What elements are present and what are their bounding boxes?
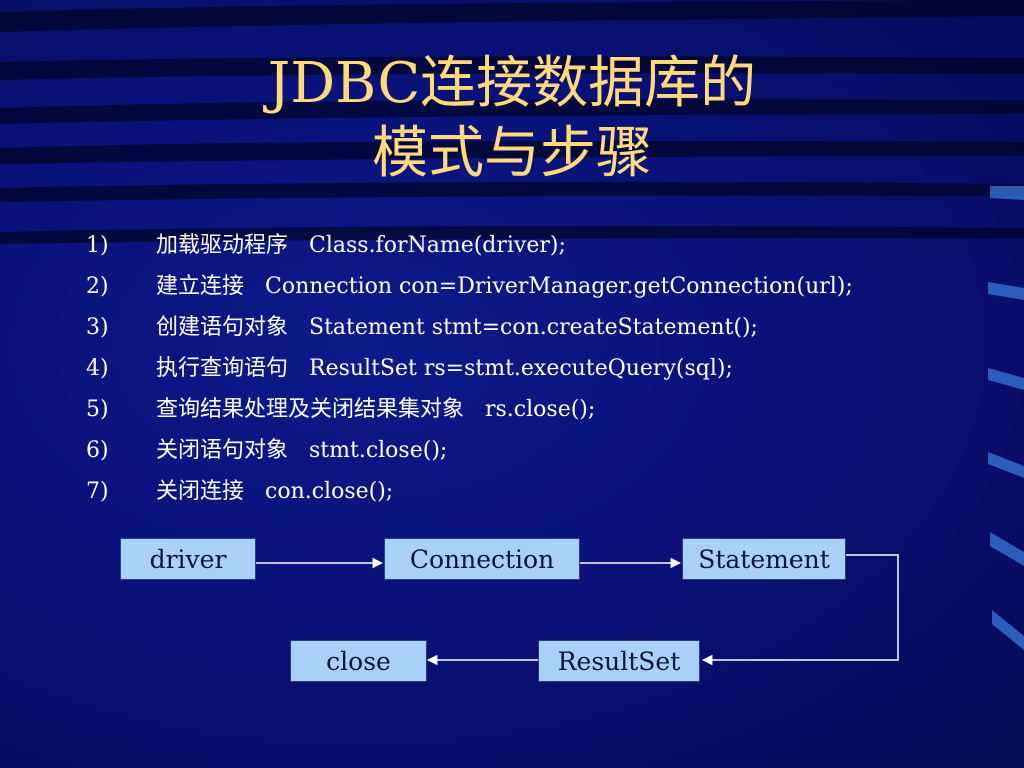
step-label: 执行查询语句	[156, 356, 289, 381]
title-line-1: JDBC连接数据库的	[267, 51, 757, 116]
step-code: con.close();	[265, 479, 394, 504]
step-number: 2)	[86, 274, 109, 299]
step-3: 3) 创建语句对象 Statement stmt=con.createStatem…	[86, 312, 758, 344]
step-code: Class.forName(driver);	[309, 233, 566, 258]
step-2: 2) 建立连接 Connection con=DriverManager.getC…	[86, 271, 853, 303]
node-resultset: ResultSet	[538, 640, 700, 682]
step-label: 加载驱动程序	[156, 233, 289, 258]
step-code: Statement stmt=con.createStatement();	[309, 315, 758, 340]
step-number: 4)	[86, 356, 109, 381]
step-label: 查询结果处理及关闭结果集对象	[156, 397, 465, 422]
step-label: 关闭语句对象	[156, 438, 289, 463]
step-label: 关闭连接	[156, 479, 245, 504]
step-7: 7) 关闭连接 con.close();	[86, 476, 393, 508]
step-code: Connection con=DriverManager.getConnecti…	[265, 274, 853, 299]
step-code: ResultSet rs=stmt.executeQuery(sql);	[309, 356, 733, 381]
step-5: 5) 查询结果处理及关闭结果集对象 rs.close();	[86, 394, 595, 426]
step-6: 6) 关闭语句对象 stmt.close();	[86, 435, 447, 467]
node-close: close	[290, 640, 427, 682]
node-driver: driver	[120, 538, 256, 580]
step-number: 5)	[86, 397, 109, 422]
step-code: rs.close();	[485, 397, 596, 422]
node-connection: Connection	[384, 538, 580, 580]
step-code: stmt.close();	[309, 438, 448, 463]
arrow-statement-to-resultset	[701, 554, 899, 666]
title-line-2: 模式与步骤	[372, 121, 652, 186]
step-number: 6)	[86, 438, 109, 463]
step-number: 3)	[86, 315, 109, 340]
step-number: 7)	[86, 479, 109, 504]
step-1: 1) 加载驱动程序 Class.forName(driver);	[86, 230, 566, 262]
step-label: 创建语句对象	[156, 315, 289, 340]
node-statement: Statement	[682, 538, 846, 580]
step-label: 建立连接	[156, 274, 245, 299]
step-4: 4) 执行查询语句 ResultSet rs=stmt.executeQuery(…	[86, 353, 733, 385]
step-number: 1)	[86, 233, 109, 258]
